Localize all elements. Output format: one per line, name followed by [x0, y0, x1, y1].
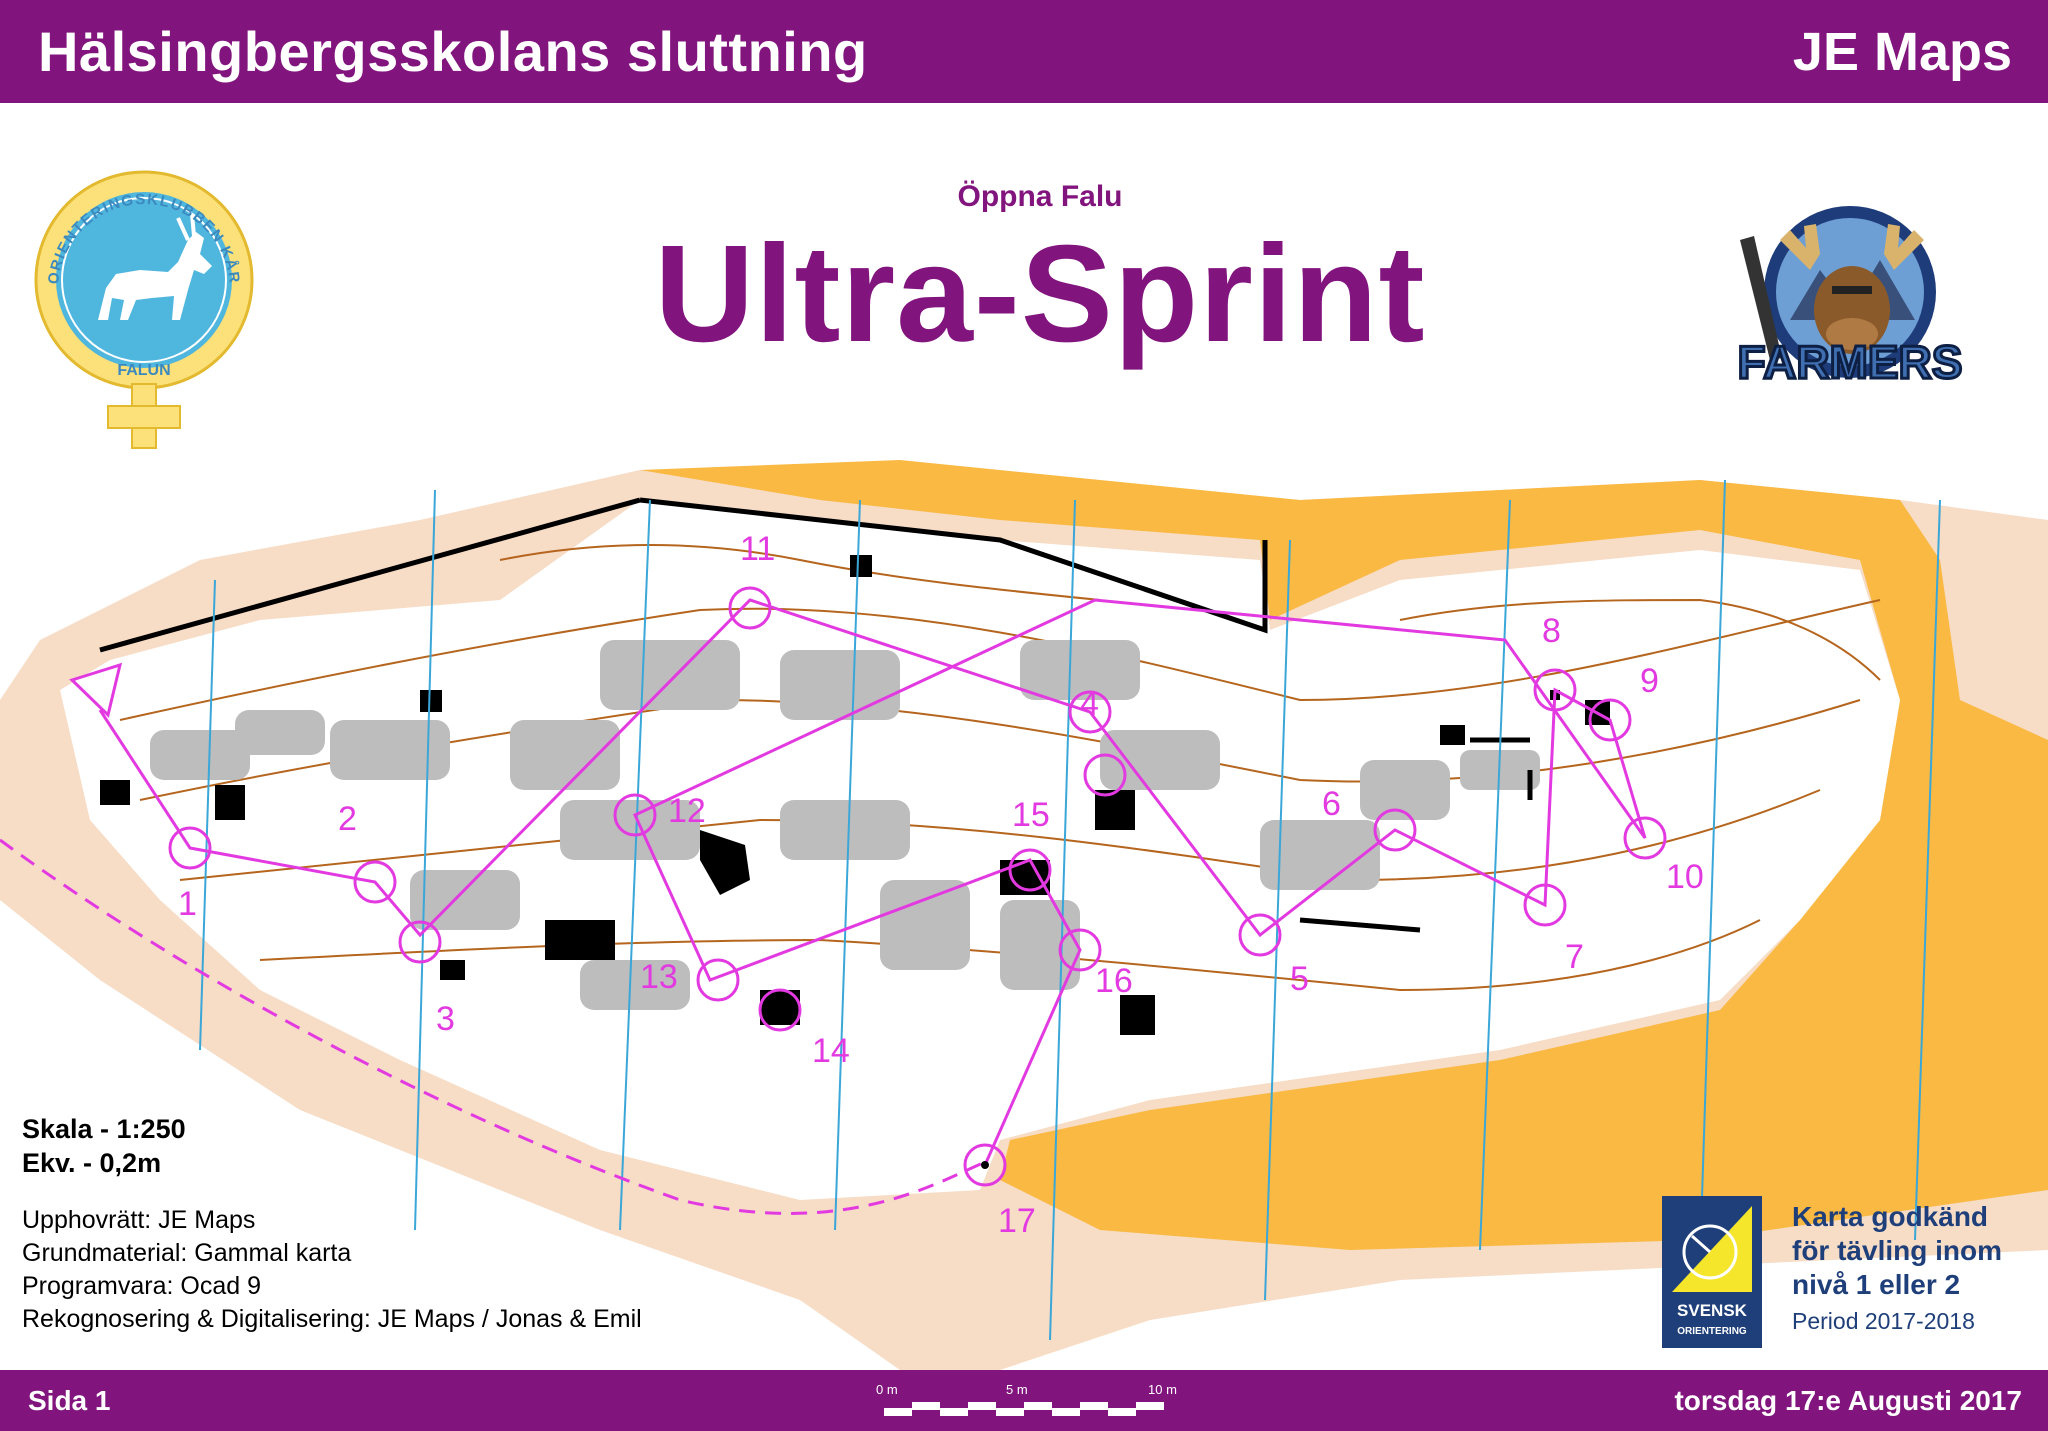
control-13: 13 — [640, 958, 678, 996]
page-number: Sida 1 — [28, 1384, 111, 1416]
orienteering-map: 1 2 3 4 5 6 7 8 9 10 11 12 13 14 15 16 1… — [0, 460, 2048, 1370]
forest-area — [60, 500, 1900, 1200]
so-line1: SVENSK — [1677, 1301, 1748, 1320]
control-2: 2 — [338, 800, 357, 838]
walls — [99, 497, 1533, 933]
approval-line1: Karta godkänd — [1792, 1201, 1989, 1232]
boulders — [100, 555, 1610, 1035]
control-11: 11 — [740, 530, 775, 568]
event-series: Öppna Falu — [957, 180, 1123, 213]
control-15: 15 — [1012, 796, 1050, 834]
open-land — [640, 460, 2048, 1250]
control-6: 6 — [1322, 785, 1341, 823]
course-legs — [98, 598, 1647, 1166]
scale-label-5: 5 m — [1006, 1382, 1028, 1397]
credit-software: Programvara: Ocad 9 — [22, 1272, 261, 1300]
club-city-text: FALUN — [117, 362, 170, 379]
control-12: 12 — [668, 792, 706, 830]
control-10: 10 — [1666, 858, 1704, 896]
event-title: Ultra-Sprint — [654, 217, 1426, 371]
control-14: 14 — [812, 1032, 850, 1070]
start-triangle — [69, 662, 123, 718]
team-name-text: FARMERS — [1738, 336, 1963, 388]
rock-patches — [150, 640, 1540, 1010]
so-line2: ORIENTERING — [1677, 1326, 1747, 1337]
control-17: 17 — [998, 1202, 1036, 1240]
team-logo-farmers: FARMERS — [1736, 206, 1964, 390]
credit-base: Grundmaterial: Gammal karta — [22, 1239, 352, 1267]
map-legend: Skala - 1:250 Ekv. - 0,2m — [22, 1112, 186, 1180]
footer-bar: Sida 1 torsdag 17:e Augusti 2017 — [0, 1370, 2048, 1431]
scale-text: Skala - 1:250 — [22, 1114, 186, 1144]
finish-dot — [981, 1161, 989, 1169]
marked-route — [0, 838, 991, 1215]
credit-copyright: Upphovrätt: JE Maps — [22, 1206, 256, 1234]
control-circles — [168, 586, 1667, 1187]
control-4: 4 — [1080, 685, 1099, 723]
credits: Upphovrätt: JE Maps Grundmaterial: Gamma… — [22, 1204, 642, 1336]
control-3: 3 — [436, 1000, 455, 1038]
approval-box: Karta godkänd för tävling inom nivå 1 el… — [1792, 1200, 2002, 1338]
control-5: 5 — [1290, 960, 1309, 998]
scale-label-0: 0 m — [876, 1382, 898, 1397]
control-8: 8 — [1542, 612, 1561, 650]
control-7: 7 — [1565, 938, 1584, 976]
scale-label-10: 10 m — [1148, 1382, 1177, 1397]
scale-bar: 0 m 5 m 10 m — [876, 1382, 1177, 1416]
contour-text: Ekv. - 0,2m — [22, 1148, 162, 1178]
control-numbers: 1 2 3 4 5 6 7 8 9 10 11 12 13 14 15 16 1… — [178, 530, 1704, 1240]
approval-period: Period 2017-2018 — [1792, 1308, 1975, 1334]
credit-survey: Rekognosering & Digitalisering: JE Maps … — [22, 1305, 642, 1333]
header-bar: Hälsingbergsskolans sluttning JE Maps — [0, 0, 2048, 103]
control-9: 9 — [1640, 662, 1659, 700]
approval-line2: för tävling inom — [1792, 1235, 2002, 1266]
approval-line3: nivå 1 eller 2 — [1792, 1269, 1961, 1300]
club-logo-kare: ORIENTERINGSKLUBBEN KÅRE FALUN — [28, 170, 254, 449]
map-date: torsdag 17:e Augusti 2017 — [1674, 1384, 2022, 1416]
control-1: 1 — [178, 885, 197, 923]
map-name: Hälsingbergsskolans sluttning — [38, 20, 868, 83]
svensk-orientering-logo: SVENSK ORIENTERING — [1662, 1196, 1762, 1348]
publisher-name: JE Maps — [1792, 21, 2012, 82]
control-16: 16 — [1095, 962, 1133, 1000]
